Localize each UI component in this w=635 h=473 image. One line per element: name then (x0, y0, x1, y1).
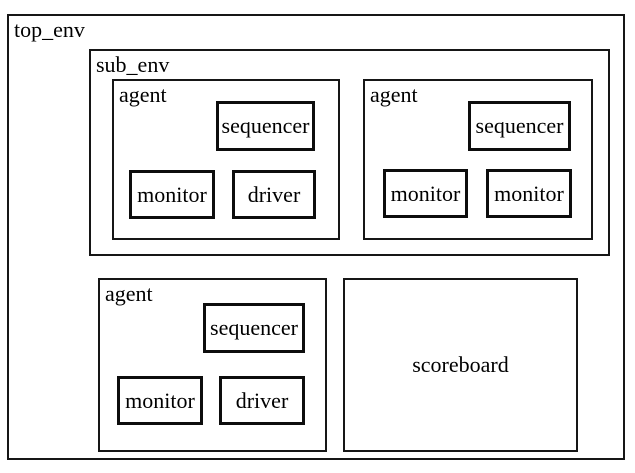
driver-box: driver (219, 376, 305, 425)
sub-env-box: sub_env agent sequencer monitor driver a… (89, 49, 610, 256)
agent-label: agent (119, 82, 167, 107)
monitor-box: monitor (486, 169, 572, 218)
agent-label: agent (105, 281, 153, 306)
sequencer-box: sequencer (216, 101, 315, 151)
sequencer-box: sequencer (468, 101, 571, 151)
sequencer-box: sequencer (203, 303, 305, 353)
scoreboard-box: scoreboard (343, 278, 578, 452)
driver-box: driver (232, 170, 316, 219)
top-env-label: top_env (14, 17, 85, 42)
sub-env-label: sub_env (96, 52, 170, 77)
monitor-box: monitor (129, 170, 215, 219)
monitor-box: monitor (117, 376, 203, 425)
agent-box: agent sequencer monitor driver (98, 278, 327, 452)
agent-box: agent sequencer monitor driver (112, 79, 340, 240)
agent-label: agent (370, 82, 418, 107)
monitor-box: monitor (383, 169, 468, 218)
top-env-box: top_env sub_env agent sequencer monitor … (7, 14, 625, 460)
agent-box: agent sequencer monitor monitor (363, 79, 593, 240)
